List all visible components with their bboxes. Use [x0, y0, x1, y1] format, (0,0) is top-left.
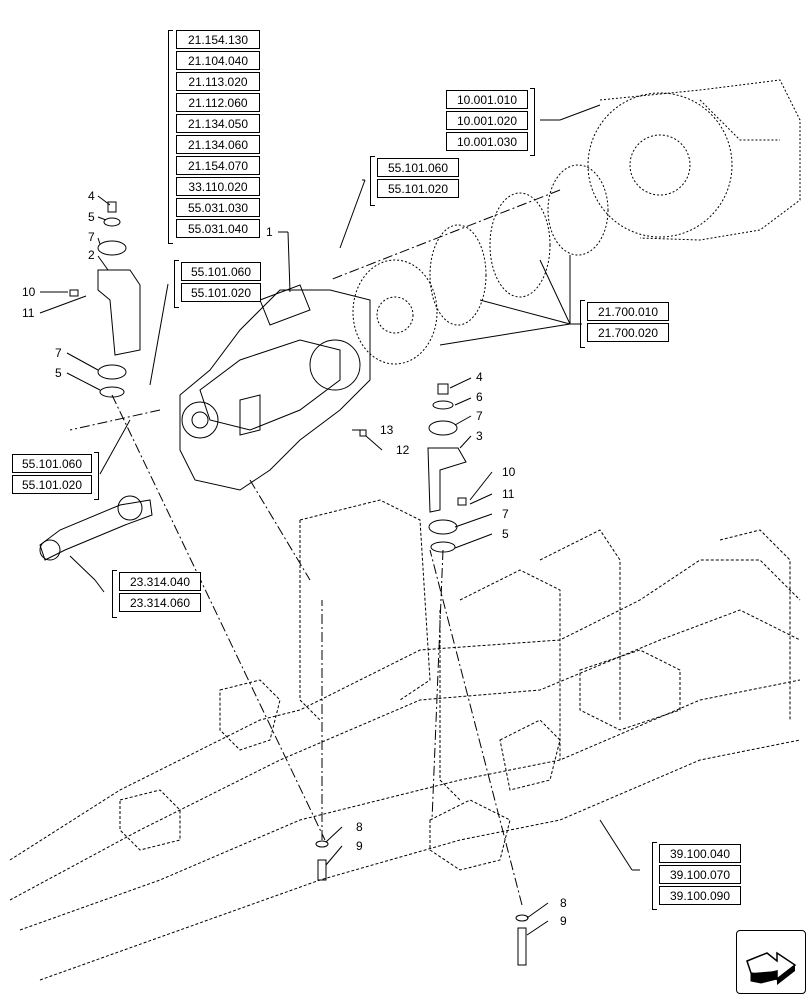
ref-box[interactable]: 55.101.060: [12, 454, 92, 473]
ref-box[interactable]: 55.101.020: [12, 475, 92, 494]
callout-number: 4: [476, 370, 483, 384]
callout-number: 7: [476, 409, 483, 423]
callout-number: 9: [560, 914, 567, 928]
ref-box[interactable]: 21.113.020: [176, 72, 260, 91]
ref-bracket: [94, 452, 99, 500]
engine-outline: [587, 79, 801, 241]
ref-box[interactable]: 21.134.060: [176, 135, 260, 154]
ref-box[interactable]: 55.031.030: [176, 198, 260, 217]
callout-number: 10: [22, 285, 36, 299]
converter-plates: [352, 164, 609, 365]
ref-box[interactable]: 55.101.020: [377, 179, 459, 198]
ref-box[interactable]: 23.314.060: [119, 593, 201, 612]
callout-number: 3: [476, 429, 483, 443]
ref-box[interactable]: 21.700.020: [587, 323, 669, 342]
callout-number: 2: [88, 248, 95, 262]
ref-bracket: [370, 156, 375, 206]
left-bracket: [97, 201, 141, 398]
callout-number: 7: [502, 507, 509, 521]
chassis-frame: [9, 499, 801, 981]
ref-box[interactable]: 39.100.090: [659, 886, 741, 905]
ref-box[interactable]: 55.101.020: [181, 283, 261, 302]
callout-number: 10: [502, 465, 516, 479]
right-bracket: [427, 383, 467, 553]
ref-box[interactable]: 21.134.050: [176, 114, 260, 133]
ref-box[interactable]: 21.104.040: [176, 51, 260, 70]
callout-number: 5: [502, 527, 509, 541]
centerlines: [69, 189, 561, 906]
transmission-body: [179, 284, 371, 491]
ref-box[interactable]: 21.154.070: [176, 156, 260, 175]
next-page-button[interactable]: [736, 930, 806, 994]
ref-box[interactable]: 10.001.010: [446, 90, 528, 109]
callout-number: 7: [88, 230, 95, 244]
callout-number: 8: [560, 896, 567, 910]
ref-box[interactable]: 33.110.020: [176, 177, 260, 196]
callout-number: 7: [55, 346, 62, 360]
callout-number: 6: [476, 390, 483, 404]
ref-box[interactable]: 10.001.030: [446, 132, 528, 151]
ref-bracket: [652, 842, 657, 910]
callout-number: 5: [55, 366, 62, 380]
ref-box[interactable]: 55.101.060: [377, 158, 459, 177]
callout-number: 4: [88, 189, 95, 203]
ref-bracket: [168, 30, 173, 244]
callout-number: 13: [380, 423, 394, 437]
callout-number: 1: [266, 225, 273, 239]
ref-box[interactable]: 21.700.010: [587, 302, 669, 321]
callout-number: 9: [356, 839, 363, 853]
ref-bracket: [174, 260, 179, 308]
ref-box[interactable]: 55.101.060: [181, 262, 261, 281]
callout-number: 11: [502, 487, 515, 501]
bolts: [69, 289, 529, 966]
next-page-arrow-icon: [746, 951, 797, 985]
ref-box[interactable]: 55.031.040: [176, 219, 260, 238]
callout-number: 8: [356, 820, 363, 834]
callout-number: 11: [22, 306, 35, 320]
ref-box[interactable]: 23.314.040: [119, 572, 201, 591]
ref-box[interactable]: 39.100.070: [659, 865, 741, 884]
ref-box[interactable]: 10.001.020: [446, 111, 528, 130]
ref-bracket: [580, 300, 585, 348]
ref-bracket: [530, 88, 535, 156]
ref-box[interactable]: 21.112.060: [176, 93, 260, 112]
driveshaft: [39, 495, 153, 561]
callout-number: 12: [396, 443, 410, 457]
ref-box[interactable]: 39.100.040: [659, 844, 741, 863]
callout-number: 5: [88, 210, 95, 224]
ref-box[interactable]: 21.154.130: [176, 30, 260, 49]
ref-bracket: [112, 570, 117, 618]
